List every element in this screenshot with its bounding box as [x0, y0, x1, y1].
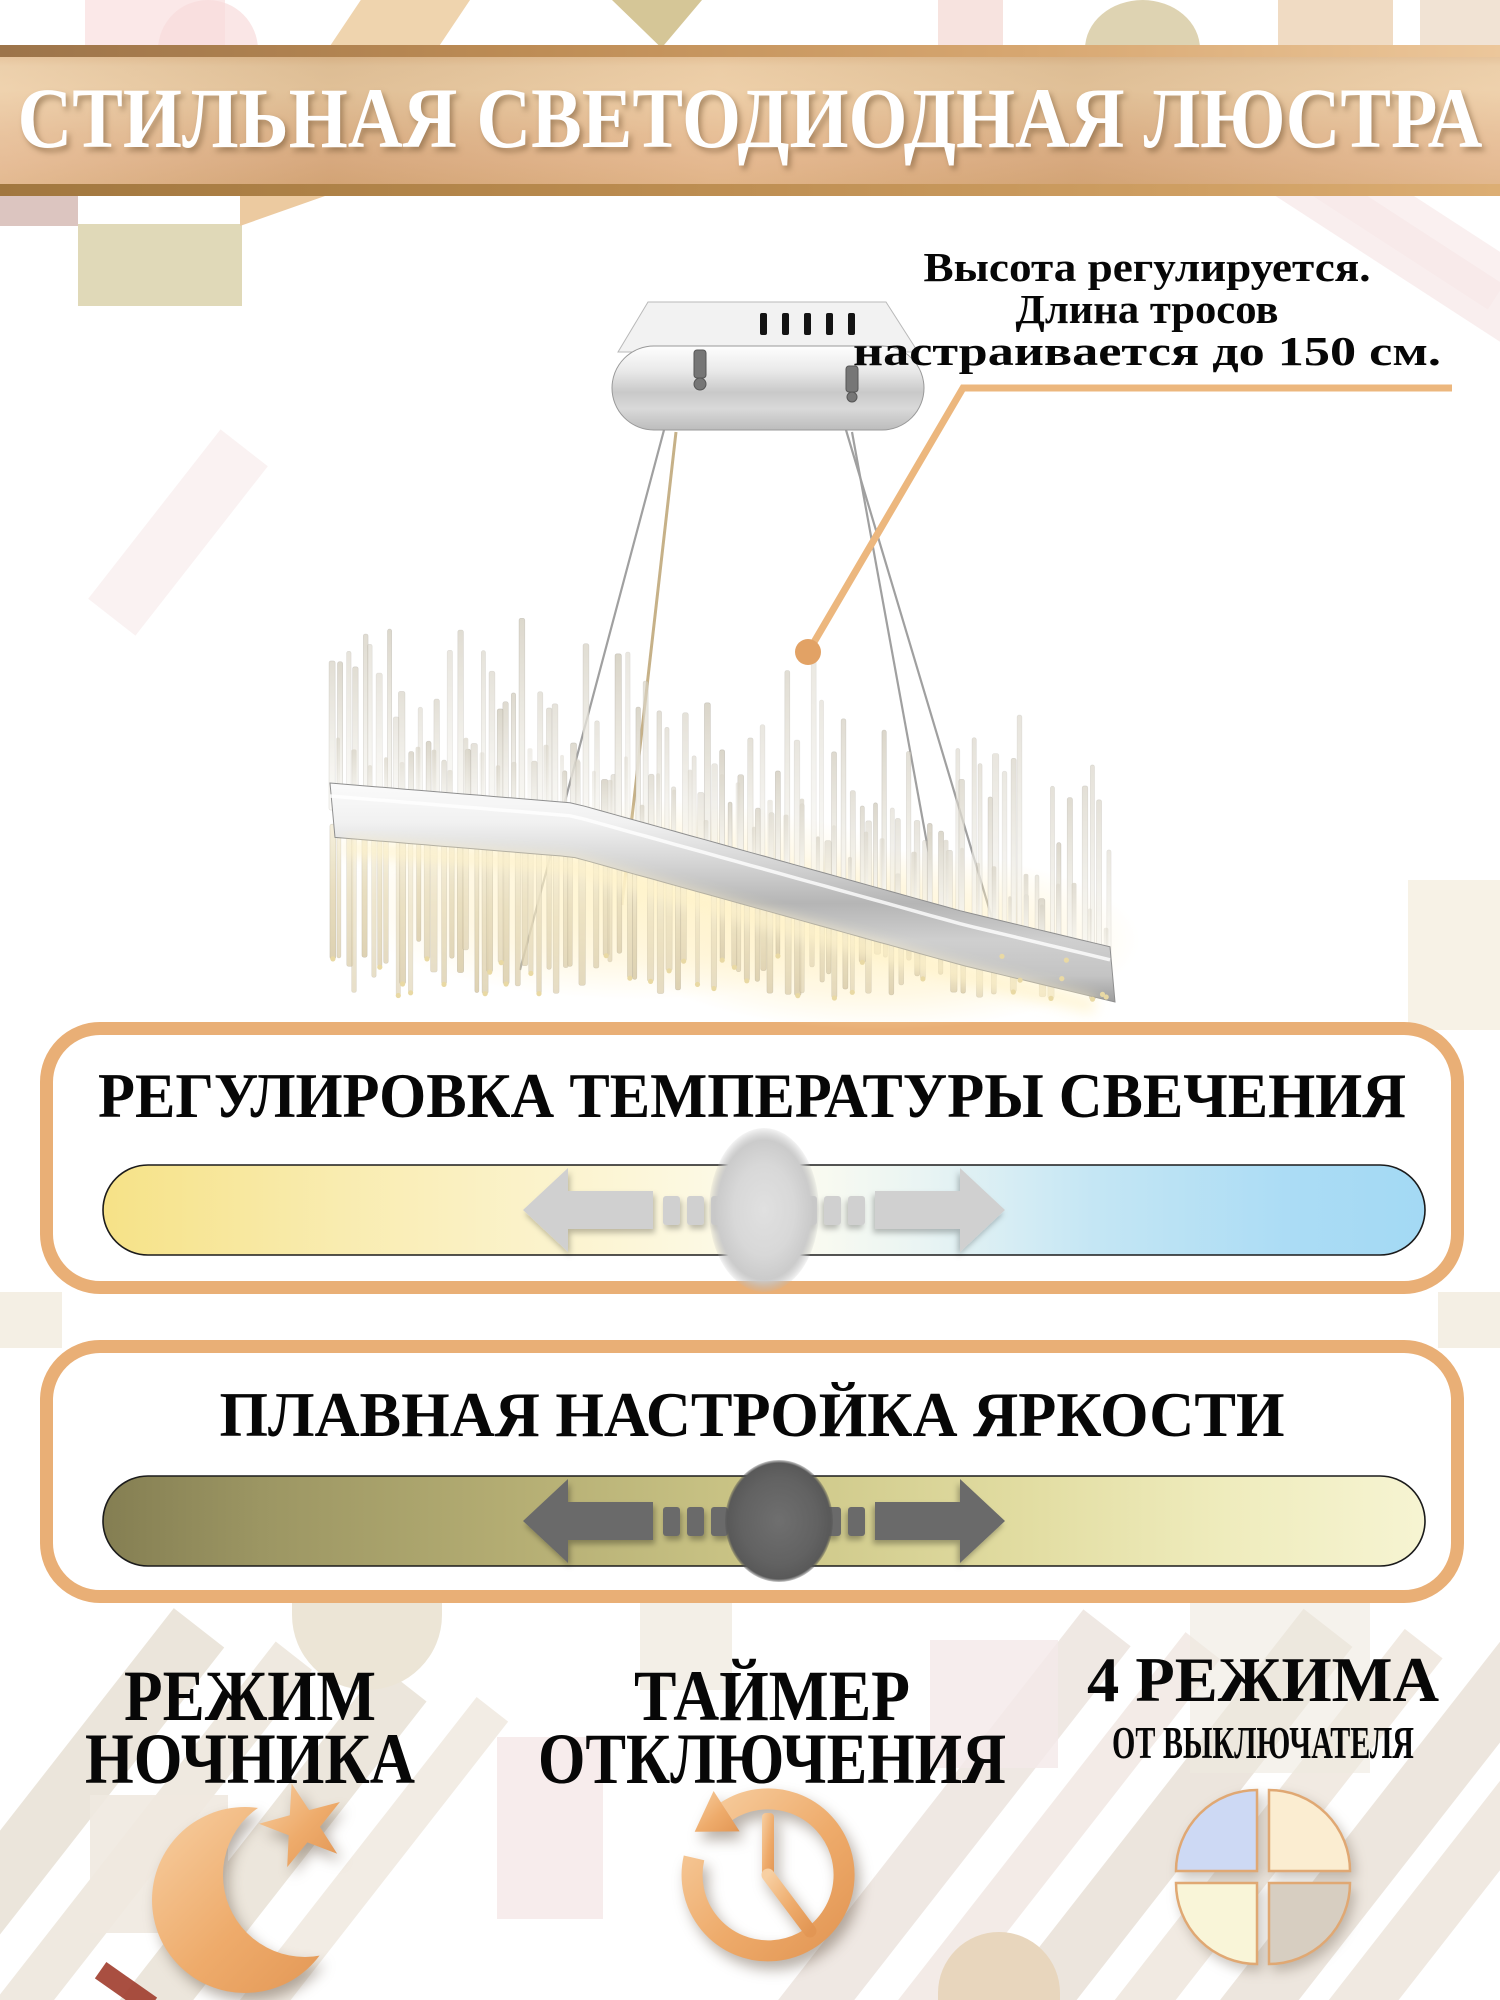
- decor-shape: [0, 196, 78, 226]
- temperature-slider[interactable]: [101, 1123, 1427, 1303]
- banner-bottom-strip: [0, 184, 1500, 196]
- decor-shape: [88, 429, 268, 636]
- annotation-note: Высота регулируется. Длина тросов настра…: [853, 244, 1441, 374]
- callout-dot: [795, 639, 821, 665]
- decor-shape: [612, 0, 702, 48]
- decor-shape: [930, 1640, 1058, 1768]
- decor-shape: [497, 1737, 603, 1919]
- decor-shape: [0, 1292, 62, 1348]
- annotation-line-3: настраивается до 150 см.: [853, 328, 1441, 374]
- annotation-line-2: Длина тросов: [1016, 286, 1279, 332]
- decor-shape: [640, 1598, 732, 1690]
- decor-shape: [938, 0, 1003, 46]
- annotation-line-1: Высота регулируется.: [924, 244, 1371, 290]
- decor-shape: [1278, 0, 1393, 46]
- banner-top-strip: [0, 45, 1500, 57]
- decor-shape: [1420, 0, 1500, 46]
- ceiling-mount: [611, 301, 925, 431]
- temperature-knob[interactable]: [709, 1128, 819, 1292]
- decor-shape: [1408, 880, 1500, 1030]
- decor-shape: [1438, 1292, 1500, 1348]
- arrow-left-icon: [523, 1479, 728, 1563]
- timer-reset-clock-icon: [681, 1788, 855, 1962]
- plate-vents: [760, 313, 855, 335]
- cable-connectors: [693, 349, 859, 403]
- brightness-feature-card: [40, 1340, 1464, 1603]
- callout-line: [795, 384, 1452, 665]
- brightness-slider[interactable]: [101, 1434, 1427, 1614]
- brightness-knob[interactable]: [725, 1460, 833, 1582]
- chandelier-illustration: [328, 301, 1452, 1030]
- suspension-cables: [518, 429, 1002, 971]
- decor-shape: [240, 196, 325, 226]
- decor-shape: [90, 1795, 228, 1933]
- decor-shape: [78, 224, 242, 306]
- decor-shape: [330, 0, 470, 46]
- decor-shape: [1190, 1598, 1370, 1773]
- temperature-feature-card: [40, 1022, 1464, 1294]
- banner-background: [0, 45, 1500, 196]
